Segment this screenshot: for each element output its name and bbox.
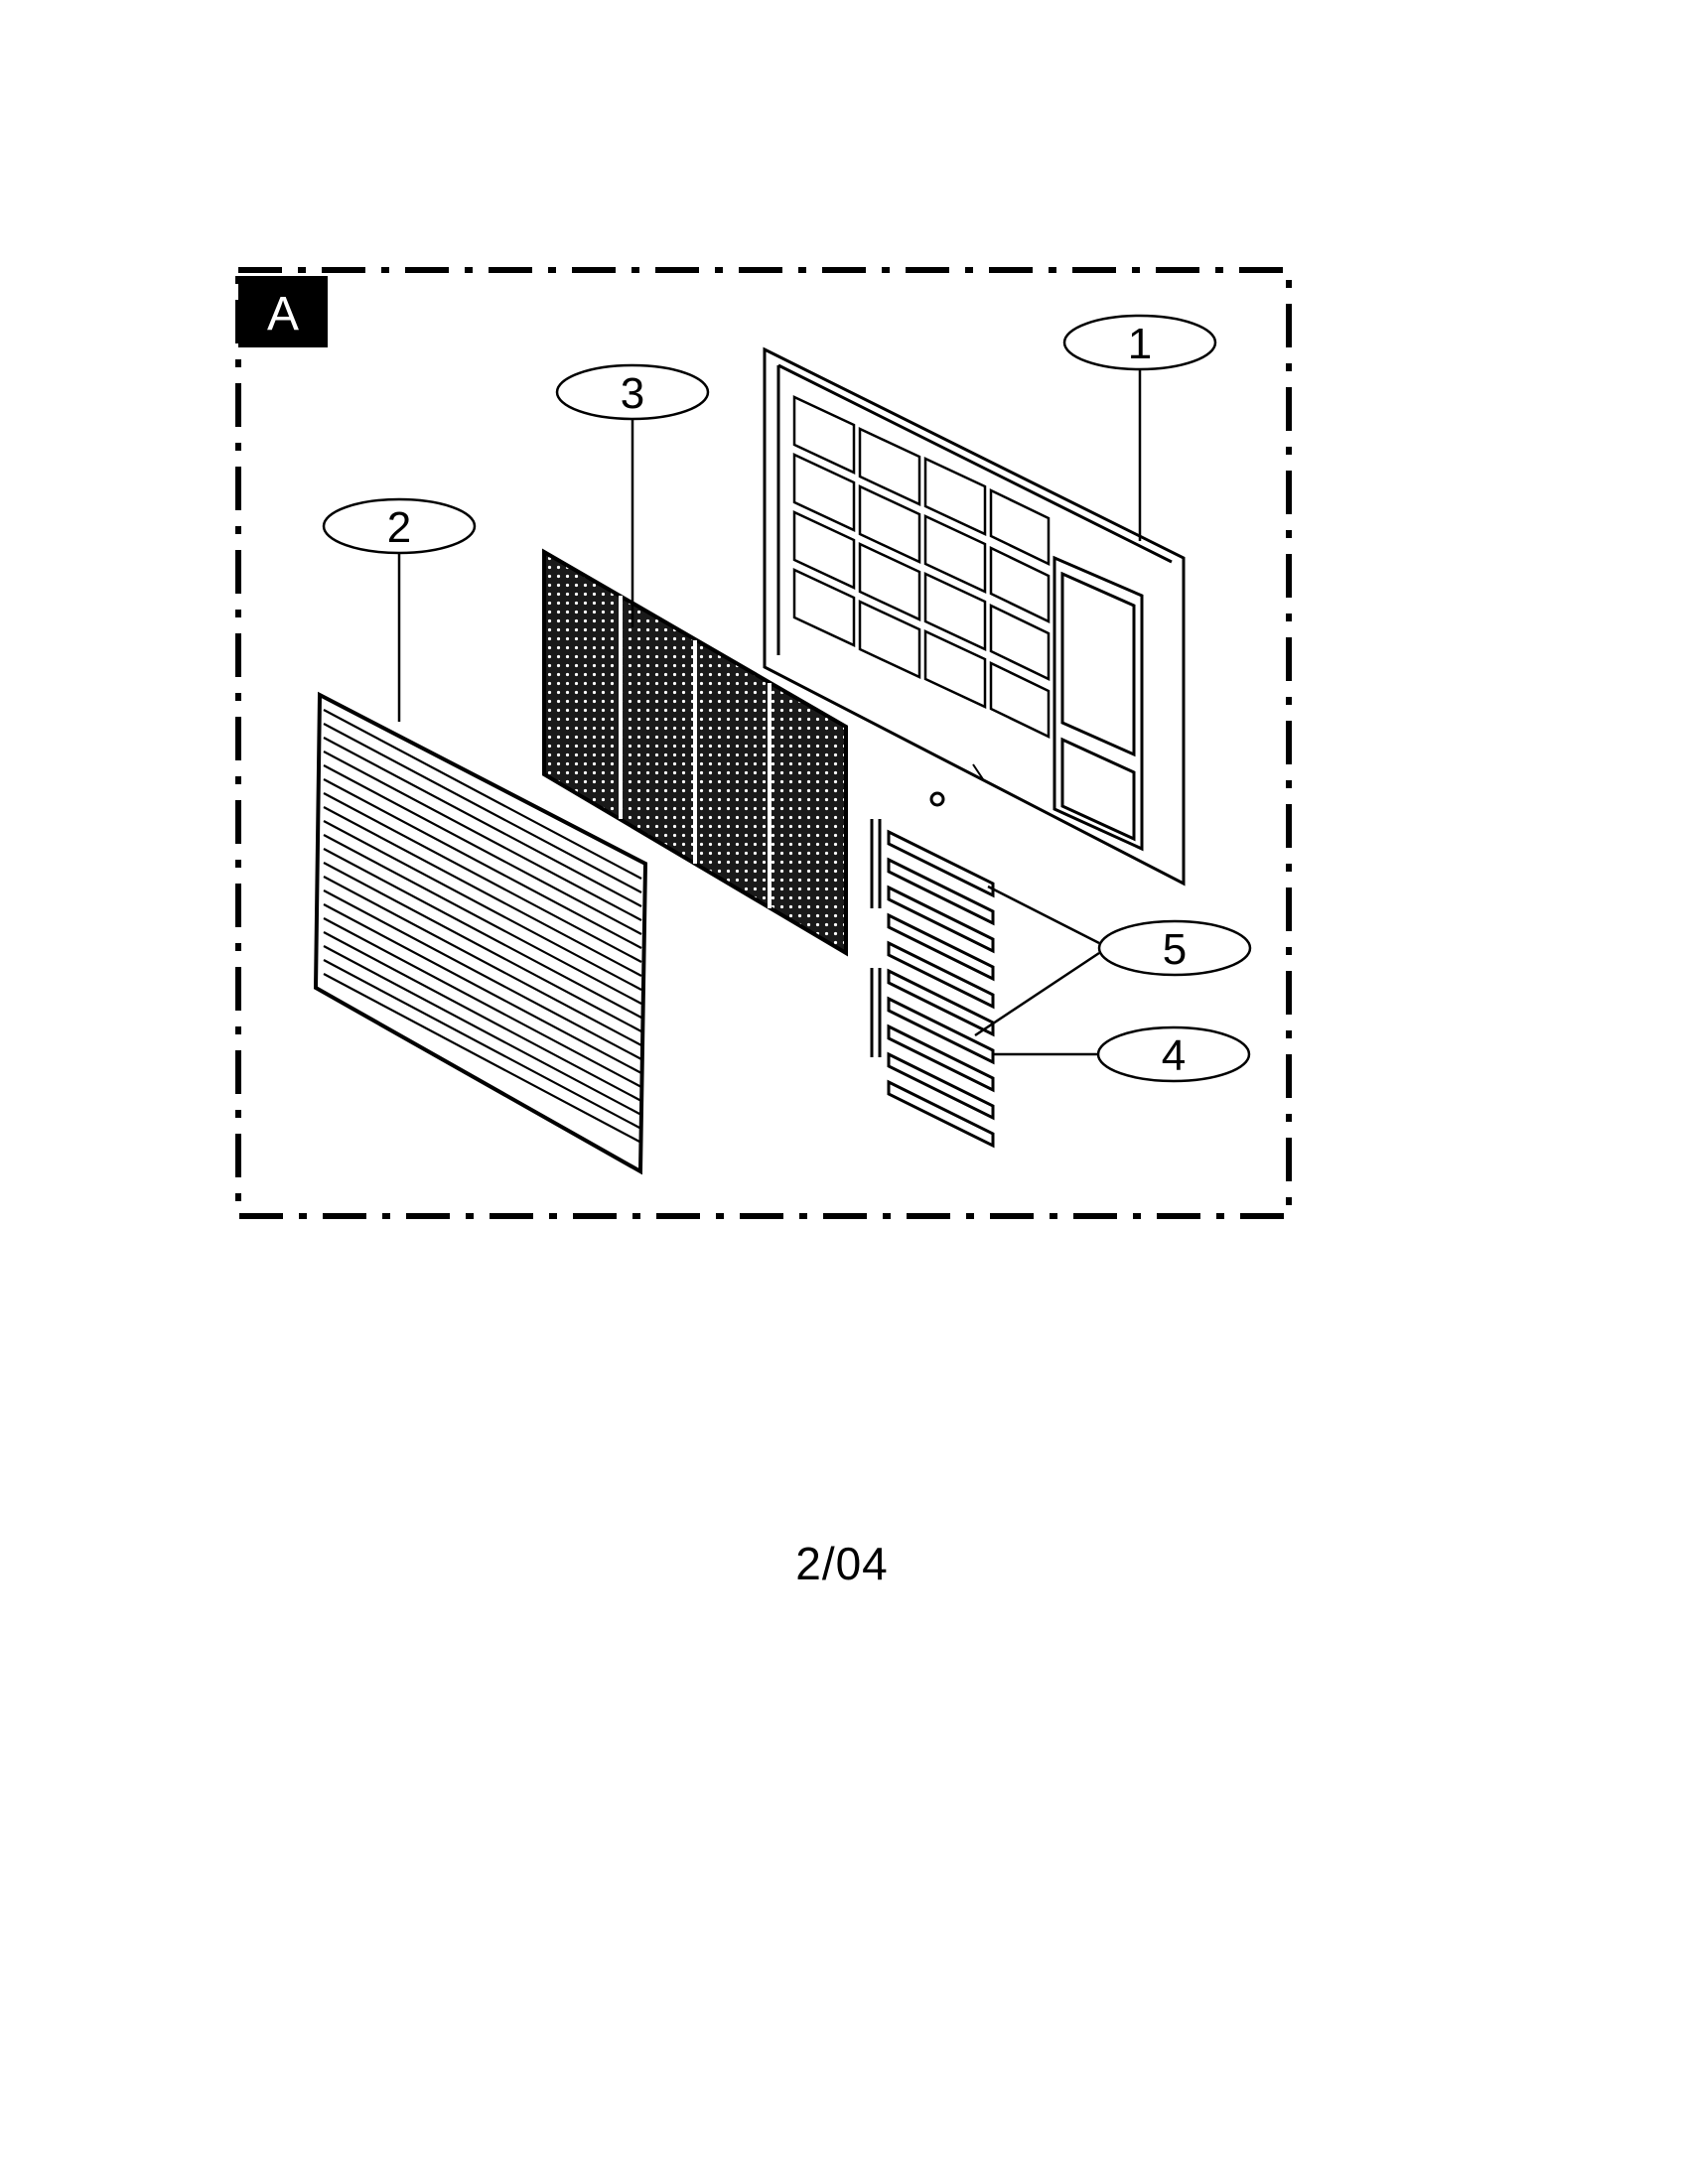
section-tag-label: A [267, 288, 299, 341]
callout-4: 4 [993, 1025, 1251, 1083]
callout-1-label: 1 [1128, 320, 1152, 368]
part-1-front-frame [763, 346, 1186, 887]
callout-5-label: 5 [1163, 925, 1187, 974]
callout-2-label: 2 [387, 503, 411, 552]
section-tag: A [238, 276, 328, 347]
part-3-air-filter [542, 548, 848, 957]
part-2-front-grille [313, 691, 648, 1175]
callout-3-label: 3 [621, 369, 644, 418]
callout-3: 3 [555, 363, 710, 627]
front-frame-grid [792, 395, 1051, 739]
page-code: 2/04 [795, 1538, 889, 1589]
grille-louvers [323, 709, 642, 1144]
part-4-5-louver-set [870, 819, 995, 1149]
callout-5: 5 [974, 885, 1252, 1037]
section-frame [235, 267, 1292, 1219]
callout-4-label: 4 [1162, 1031, 1186, 1080]
callout-2: 2 [322, 497, 477, 722]
callout-1: 1 [1062, 314, 1217, 541]
